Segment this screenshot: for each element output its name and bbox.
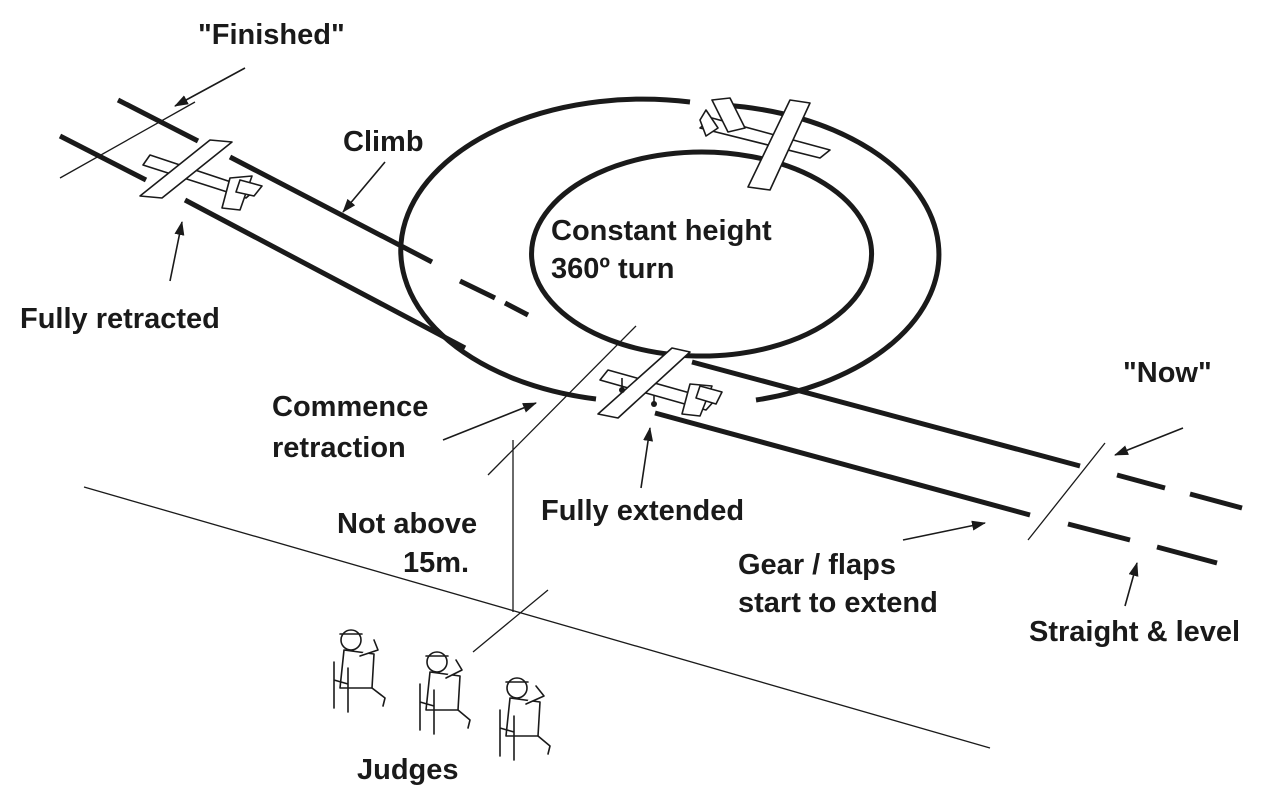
label-judges: Judges [357, 754, 459, 786]
aircraft-climbing [139, 139, 263, 211]
judge-1 [333, 629, 386, 713]
label-finished: "Finished" [198, 19, 345, 51]
label-straight-level: Straight & level [1029, 616, 1240, 648]
turn-inner-ellipse [529, 149, 875, 359]
label-climb: Climb [343, 126, 424, 158]
label-fully-extended: Fully extended [541, 495, 744, 527]
aircraft-in-turn [699, 97, 831, 191]
label-gear-flaps: Gear / flaps [738, 549, 896, 581]
label-360-turn: 360º turn [551, 253, 674, 285]
label-fully-retracted: Fully retracted [20, 303, 220, 335]
pointer-arrows [169, 67, 1184, 607]
label-retraction: retraction [272, 432, 406, 464]
ground-line [83, 486, 991, 749]
judge-3 [499, 677, 551, 761]
label-commence: Commence [272, 391, 428, 423]
judge-2 [419, 651, 471, 735]
label-start-to-extend: start to extend [738, 587, 938, 619]
flight-path-upper [116, 97, 1243, 511]
reference-lines [59, 101, 1106, 653]
label-now: "Now" [1123, 357, 1212, 389]
turn-outer-ellipse [398, 96, 942, 403]
flight-path-lower [58, 133, 1218, 566]
label-15m: 15m. [403, 547, 469, 579]
label-constant-height: Constant height [551, 215, 772, 247]
label-not-above: Not above [337, 508, 477, 540]
aircraft-gear-extended [597, 347, 723, 419]
